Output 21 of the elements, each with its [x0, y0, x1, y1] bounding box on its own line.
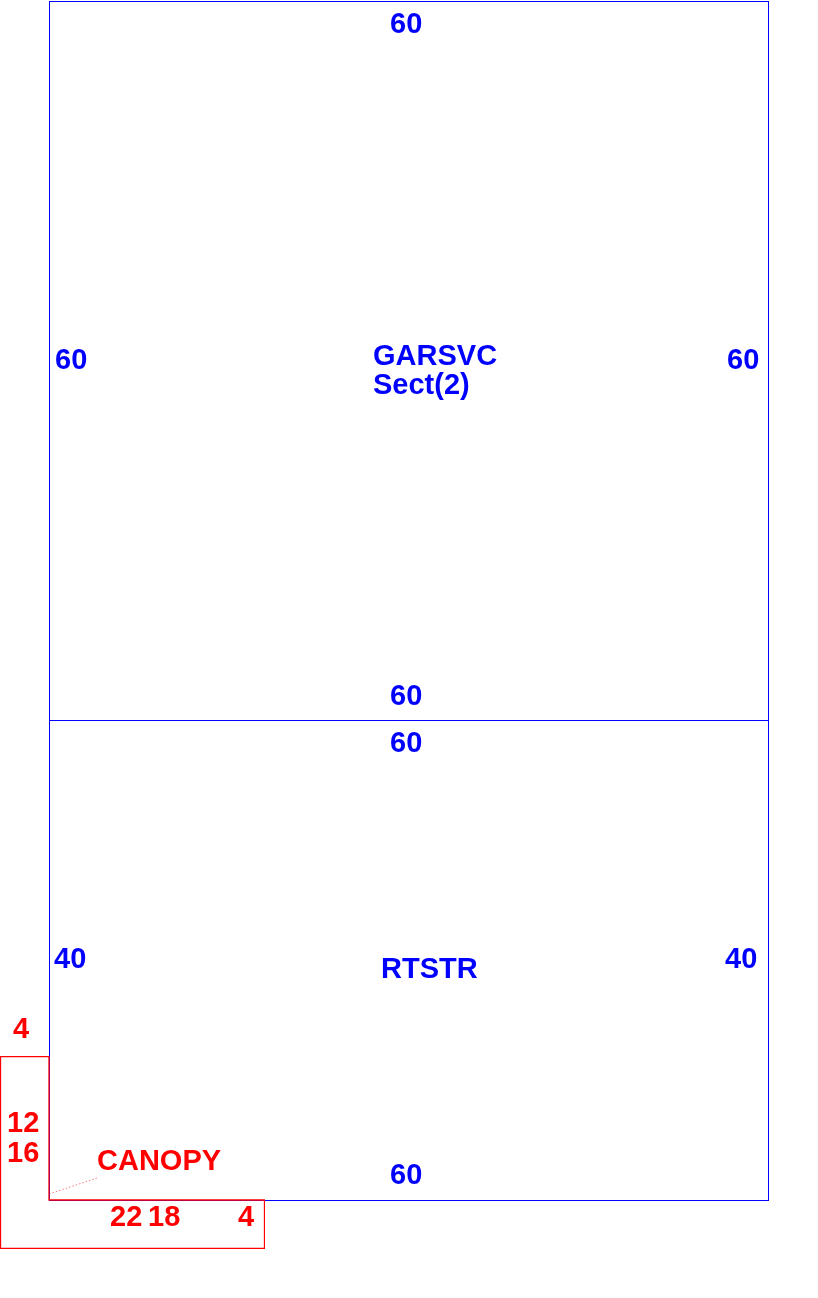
canopy-outline	[0, 1056, 265, 1249]
dimension-label: 40	[54, 944, 87, 973]
dimension-label: 60	[390, 681, 423, 710]
dimension-label: 16	[7, 1138, 40, 1167]
room-label: RTSTR	[381, 954, 478, 983]
dimension-label: 4	[13, 1014, 30, 1043]
room-outline	[49, 1, 769, 721]
dimension-label: 12	[7, 1108, 40, 1137]
dimension-label: 18	[148, 1202, 181, 1231]
area-label: CANOPY	[97, 1146, 229, 1178]
room-label: Sect(2)	[373, 370, 470, 399]
dimension-label: 40	[725, 944, 758, 973]
room-label: GARSVC	[373, 341, 498, 370]
dimension-label: 60	[390, 9, 423, 38]
dimension-label: 60	[727, 345, 760, 374]
dimension-label: 60	[55, 345, 88, 374]
dimension-label: 22	[110, 1202, 143, 1231]
dimension-label: 4	[238, 1202, 255, 1231]
dimension-label: 60	[390, 728, 423, 757]
room-outline	[49, 720, 769, 1201]
dimension-label: 60	[390, 1160, 423, 1189]
